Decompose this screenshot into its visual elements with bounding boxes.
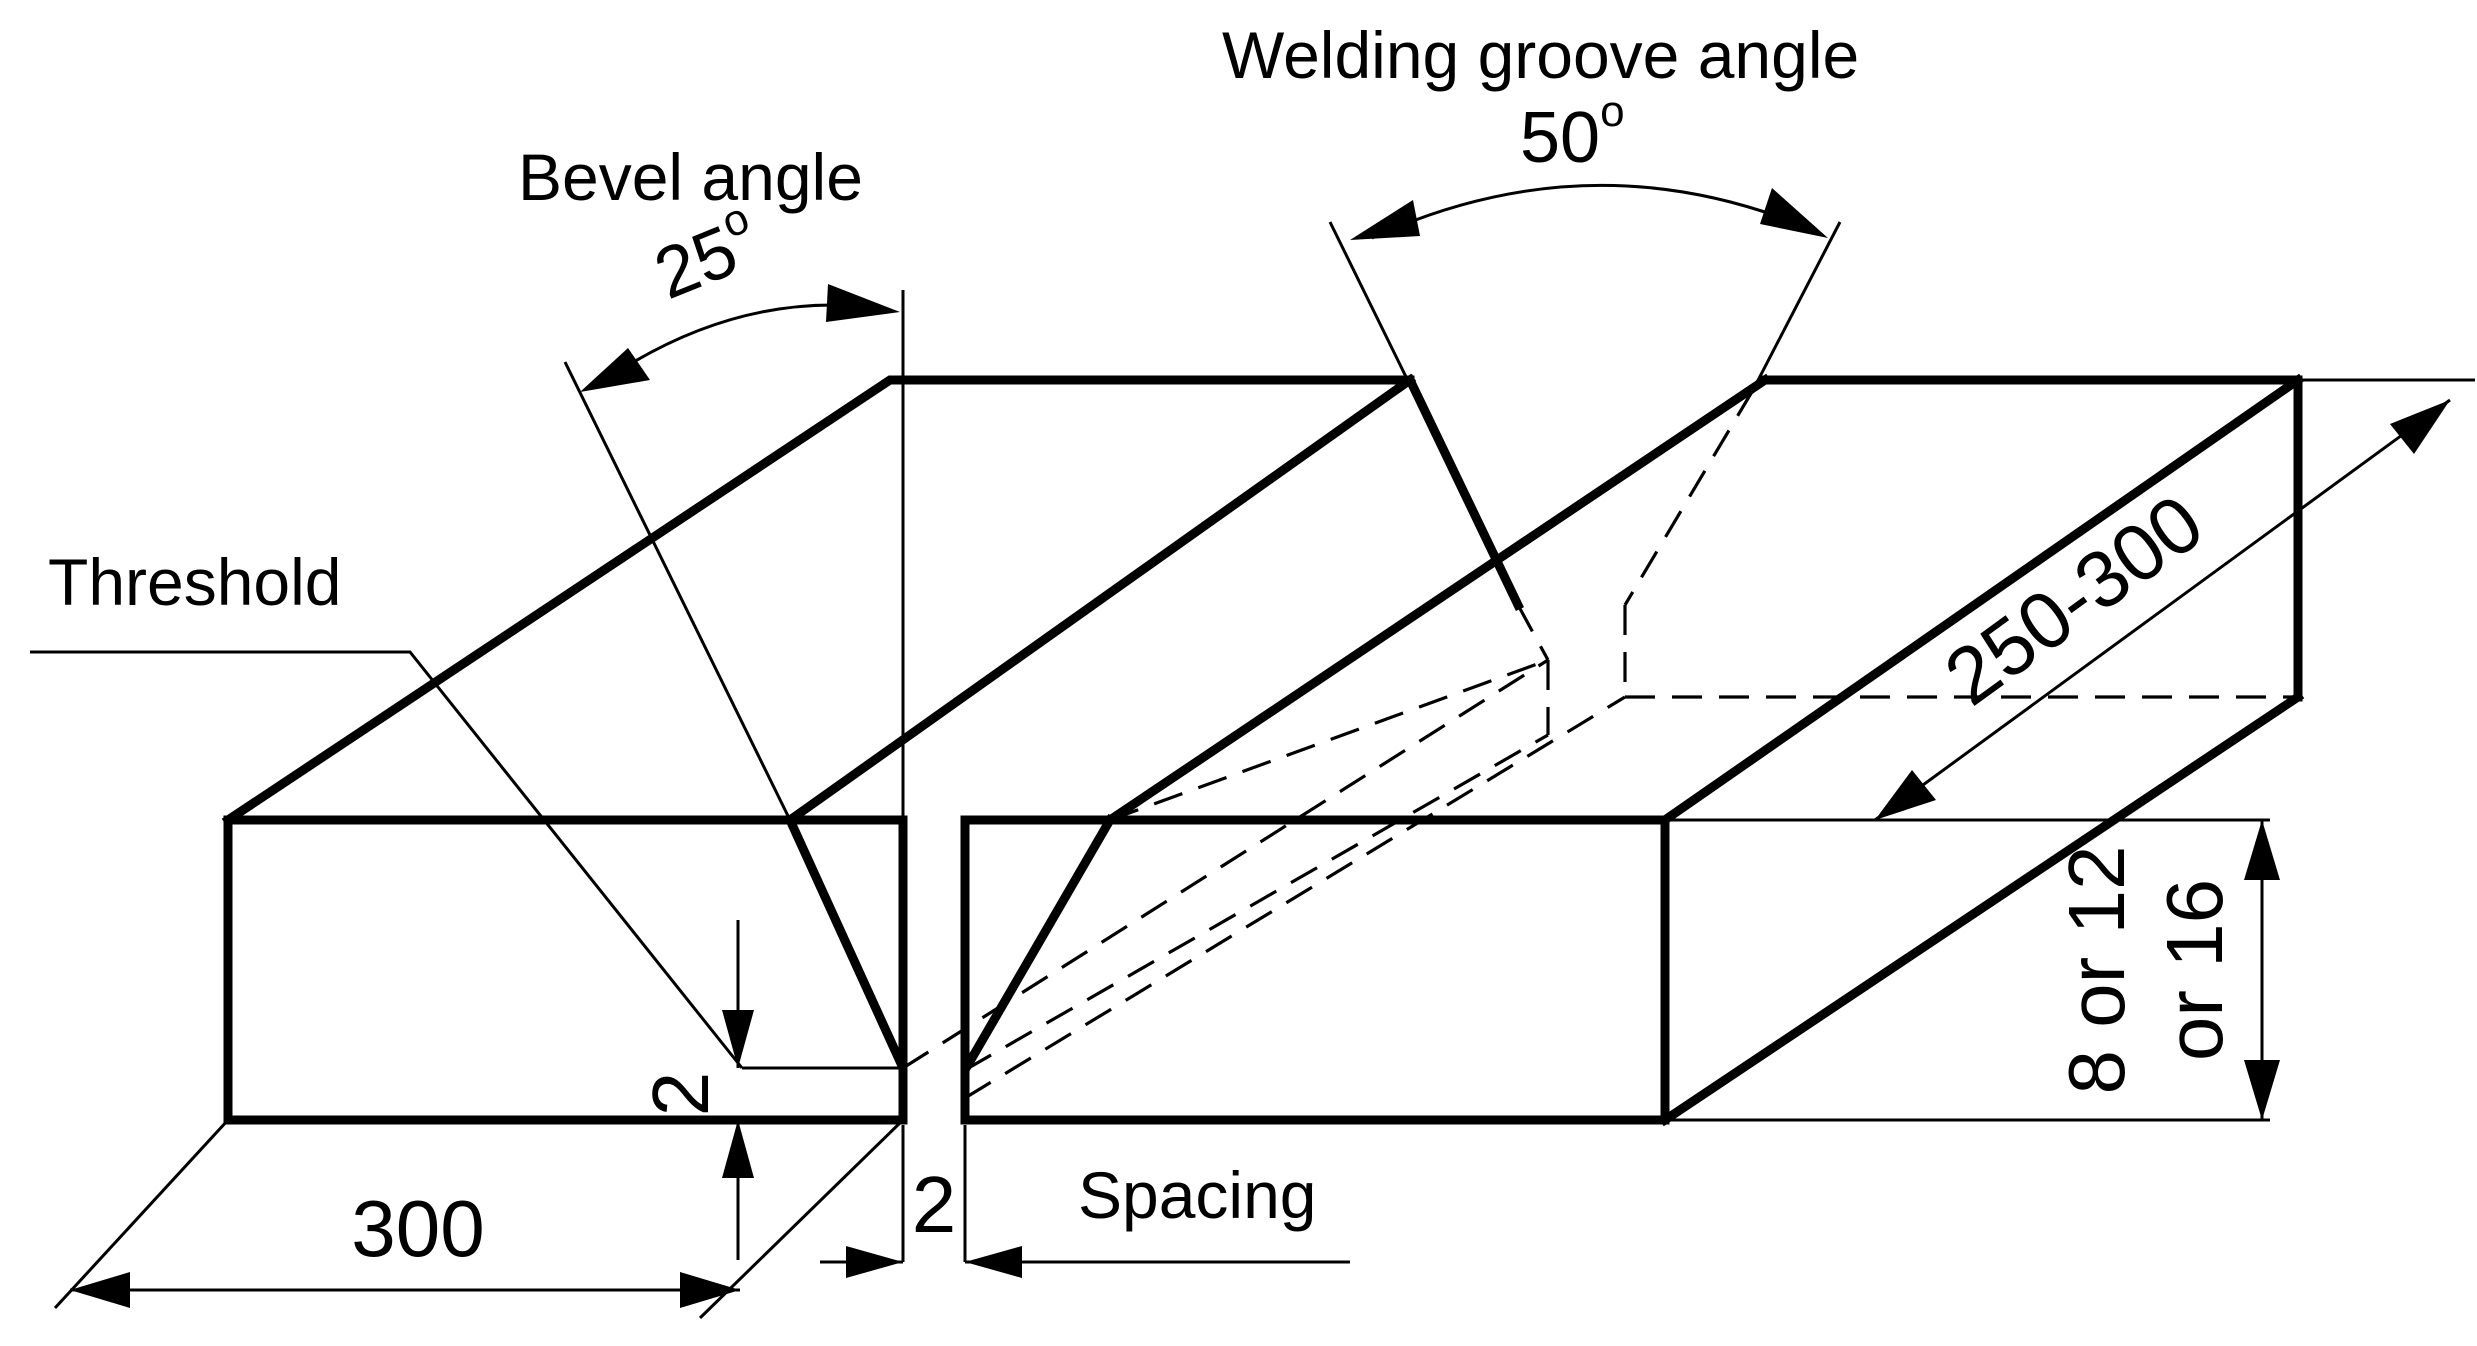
groove-angle-right-arrowhead bbox=[1760, 188, 1828, 238]
left-plate-front-face bbox=[223, 815, 908, 1125]
bevel-angle-label: Bevel angle bbox=[518, 140, 863, 214]
spacing-dimension: 2 Spacing bbox=[820, 1125, 1350, 1278]
left-plate-top-edges bbox=[221, 375, 1415, 827]
left-plate-bevel-face bbox=[784, 814, 908, 1125]
hidden-edges bbox=[902, 389, 2298, 1100]
threshold-leader: Threshold bbox=[30, 545, 744, 1069]
spacing-value: 2 bbox=[912, 1160, 957, 1249]
groove-angle-left-arrowhead bbox=[1350, 200, 1420, 240]
width-value: 300 bbox=[351, 1184, 484, 1273]
right-plate-bevel-face bbox=[960, 813, 1117, 1125]
thickness-dimension: 8 or 12 or 16 bbox=[1665, 818, 2280, 1122]
spacing-label: Spacing bbox=[1078, 1158, 1317, 1232]
threshold-height-dimension: 2 bbox=[636, 920, 754, 1260]
right-plate-bottom-side-edge bbox=[1658, 690, 2305, 1127]
right-plate bbox=[960, 373, 2305, 1127]
length-dimension: 250-300 bbox=[1874, 378, 2475, 822]
thickness-value-line1: 8 or 12 bbox=[2052, 845, 2141, 1094]
threshold-height-value: 2 bbox=[636, 1072, 725, 1117]
bevel-angle-dimension: Bevel angle 25o bbox=[518, 140, 905, 1068]
thickness-value-line2: or 16 bbox=[2150, 879, 2239, 1061]
groove-angle-dimension: Welding groove angle 50o bbox=[1222, 18, 1859, 606]
left-plate bbox=[221, 373, 1525, 1125]
right-plate-top-right-edge bbox=[1658, 373, 2305, 827]
left-plate-top-front-edge bbox=[783, 373, 1417, 827]
bevel-angle-right-arrowhead bbox=[826, 284, 900, 322]
right-plate-top-front-edge bbox=[1103, 373, 1772, 827]
bevel-angle-left-arrowhead bbox=[580, 348, 650, 392]
groove-angle-value: 50o bbox=[1520, 87, 1625, 178]
width-dimension: 300 bbox=[53, 1118, 905, 1320]
welding-groove-angle-label: Welding groove angle bbox=[1222, 18, 1859, 92]
threshold-label: Threshold bbox=[48, 545, 342, 619]
right-plate-front-face bbox=[960, 815, 1670, 1125]
